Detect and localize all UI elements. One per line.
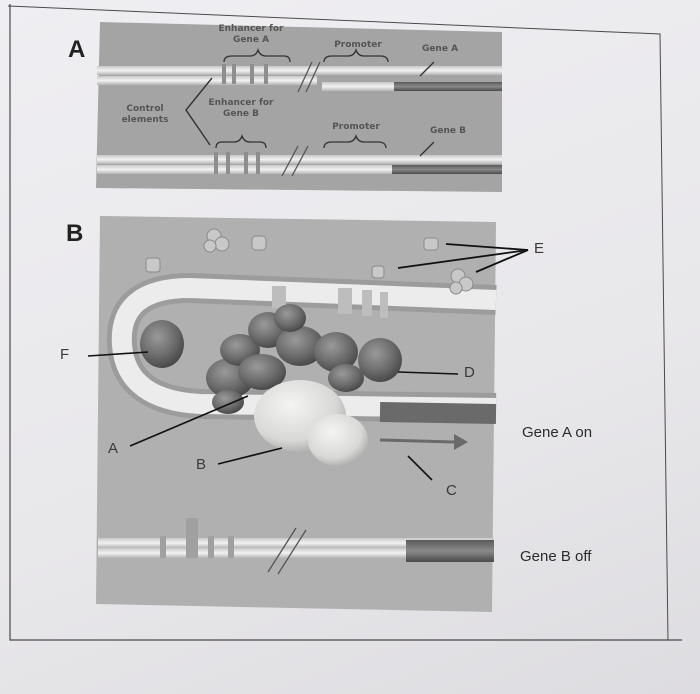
label-d: D — [464, 364, 475, 381]
dna-strand-a — [97, 66, 502, 75]
label-a: A — [108, 440, 118, 457]
enhancer-a-label-line1: Enhancer for — [206, 24, 296, 35]
panel-a-letter: A — [68, 36, 85, 64]
panel-b — [88, 216, 528, 612]
gene-b-segment — [390, 165, 502, 174]
activator-protein-d — [358, 338, 402, 382]
gene-a-active — [380, 412, 496, 414]
panel-b-letter: B — [66, 220, 83, 248]
label-f: F — [60, 346, 69, 363]
promoter-a-label: Promoter — [324, 40, 392, 51]
control-elements-line2: elements — [110, 115, 180, 126]
dna-strand-a-promoter — [322, 82, 394, 91]
label-c: C — [446, 482, 457, 499]
gene-a-segment — [392, 82, 502, 91]
gene-b-off-label: Gene B off — [520, 548, 591, 565]
label-b: B — [196, 456, 206, 473]
enhancer-a-label-line2: Gene A — [206, 35, 296, 46]
gene-a-label: Gene A — [412, 44, 468, 55]
gene-b-off-segment — [406, 540, 494, 562]
enhancer-a-label: Enhancer for Gene A — [206, 24, 296, 46]
enhancer-b-label-line2: Gene B — [196, 109, 286, 120]
label-e: E — [534, 240, 544, 257]
enhancer-b-label-line1: Enhancer for — [196, 98, 286, 109]
enhancer-b-label: Enhancer for Gene B — [196, 98, 286, 120]
control-elements-line1: Control — [110, 104, 180, 115]
activator-protein-f — [140, 320, 184, 368]
transcription-arrow — [380, 440, 454, 442]
gene-a-on-label: Gene A on — [522, 424, 592, 441]
general-transcription-factor — [308, 414, 368, 466]
gene-b-label: Gene B — [420, 126, 476, 137]
dna-gene-b-strand-lower — [98, 548, 408, 558]
control-elements-label: Control elements — [110, 104, 180, 126]
promoter-b-label: Promoter — [322, 122, 390, 133]
